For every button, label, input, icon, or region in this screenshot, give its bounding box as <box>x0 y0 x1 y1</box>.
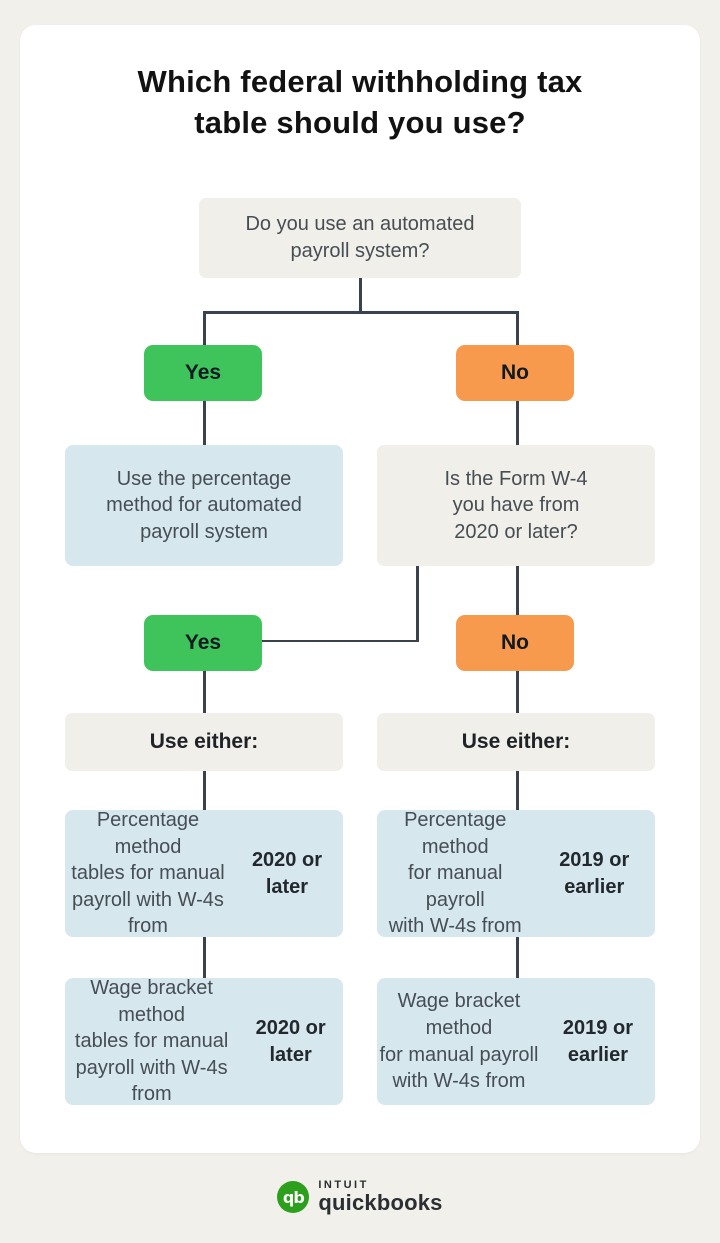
node-question-w4-year: Is the Form W-4 you have from 2020 or la… <box>377 445 655 566</box>
connector-w4-yes-drop <box>416 566 419 642</box>
node-question-automated-payroll: Do you use an automated payroll system? <box>199 198 521 278</box>
result-text: Percentage method for manual payroll wit… <box>388 809 522 938</box>
node-use-either-left: Use either: <box>65 713 343 771</box>
connector-right-result2 <box>516 937 519 978</box>
connector-right-result1 <box>516 771 519 810</box>
node-use-either-right: Use either: <box>377 713 655 771</box>
result-bold-text: 2020 or later <box>251 848 322 898</box>
brand-intuit-text: INTUIT <box>318 1178 369 1191</box>
node-automated-result: Use the percentage method for automated … <box>65 445 343 566</box>
quickbooks-logo: qb INTUIT quickbooks <box>0 1172 720 1222</box>
node-wage-bracket-2020: Wage bracket method tables for manual pa… <box>65 977 343 1106</box>
result-text: Wage bracket method tables for manual pa… <box>74 977 229 1106</box>
connector-yes2-drop <box>203 671 206 713</box>
connector-w4-yes-elbow <box>262 639 419 642</box>
node-wage-bracket-2019: Wage bracket method for manual payroll w… <box>377 978 655 1105</box>
brand-quickbooks-text: quickbooks <box>318 1189 443 1215</box>
connector-q1-stem <box>359 278 362 312</box>
result-bold-text: 2020 or later <box>255 1016 326 1066</box>
node-percentage-manual-2019: Percentage method for manual payroll wit… <box>377 809 655 938</box>
connector-left-result2 <box>203 937 206 978</box>
yes-button-2: Yes <box>144 615 262 671</box>
node-percentage-manual-2020: Percentage method tables for manual payr… <box>65 809 343 938</box>
quickbooks-logo-icon: qb <box>277 1181 310 1213</box>
no-button-2: No <box>456 615 574 671</box>
result-bold-text: 2019 or earlier <box>562 1016 633 1066</box>
yes-button-1: Yes <box>144 345 262 401</box>
page-title: Which federal withholding tax table shou… <box>137 64 583 140</box>
result-text: Percentage method tables for manual payr… <box>71 809 225 938</box>
connector-q1-branch <box>203 311 518 314</box>
result-bold-text: 2019 or earlier <box>559 848 630 898</box>
brand-text: INTUIT quickbooks <box>318 1178 443 1215</box>
result-text: Wage bracket method for manual payroll w… <box>379 990 539 1093</box>
connector-left-result1 <box>203 771 206 810</box>
no-button-1: No <box>456 345 574 401</box>
